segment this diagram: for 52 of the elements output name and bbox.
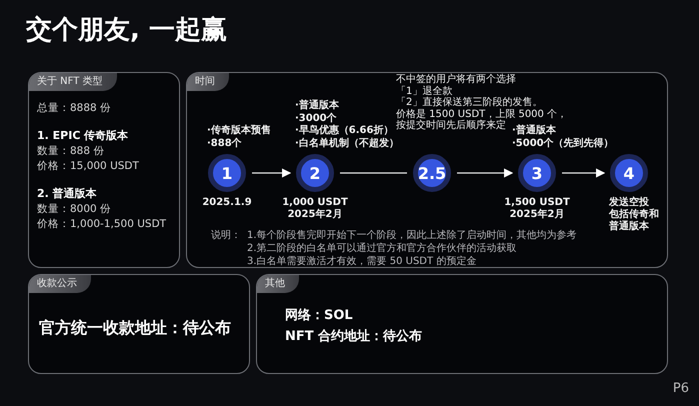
step-circle: 2: [296, 154, 334, 192]
page-number: P6: [672, 381, 689, 396]
step-circle: 2.5: [413, 154, 451, 192]
info-text: 数量：888 份: [37, 144, 106, 159]
arrow: [562, 168, 606, 178]
step-detail: 2025.1.9: [201, 197, 253, 209]
note-text: 「2」直接保送第三阶段的发售。: [396, 97, 542, 108]
note-text: 按提交时间先后顺序来定: [396, 120, 506, 132]
step-detail: ·白名单机制（不超发）: [295, 138, 399, 150]
step-detail: 包括传奇和普通版本: [609, 209, 659, 233]
info-text: 价格：15,000 USDT: [37, 159, 140, 174]
info-text: 数量：8000 份: [37, 202, 112, 217]
note-text: 「1」退全款: [396, 86, 452, 96]
step-detail: 2025年2月: [508, 209, 566, 221]
step-detail: ·早鸟优惠（6.66折）: [295, 125, 394, 138]
step-detail: ·3000个: [295, 112, 337, 124]
panel-tab: 收款公示: [29, 275, 91, 293]
arrow: [457, 168, 514, 178]
info-panel: [28, 274, 250, 374]
step-detail: 1,500 USDT: [503, 197, 571, 208]
step-circle: 4: [610, 154, 648, 192]
info-text: 网络：SOL: [285, 307, 354, 325]
step-circle: 1: [208, 154, 246, 192]
section-heading: 2. 普通版本: [37, 186, 98, 202]
info-text: 官方统一收款地址：待公布: [39, 317, 232, 339]
panel-tab: 关于 NFT 类型: [29, 73, 117, 91]
info-panel: [186, 72, 668, 268]
note-text: 2.第二阶段的白名单可以通过官方和官方合作伙伴的活动获取: [247, 242, 517, 255]
panel-tab: 时间: [187, 73, 229, 91]
info-text: NFT 合约地址：待公布: [285, 328, 424, 346]
step-detail: 1,000 USDT: [281, 197, 349, 208]
note-text: 3.白名单需要激活才有效，需要 50 USDT 的预定金: [247, 255, 476, 268]
step-detail: 发送空投: [609, 197, 650, 208]
info-text: 总量：8888 份: [37, 101, 112, 116]
note-text: 价格是 1500 USDT，上限 5000 个，: [396, 108, 568, 120]
step-detail: ·普通版本: [295, 100, 339, 112]
step-circle: 3: [518, 154, 556, 192]
step-detail: ·888个: [207, 138, 242, 150]
step-detail: 2025年2月: [286, 209, 344, 221]
info-panel: [28, 72, 180, 268]
note-text: 不中签的用户将有两个选择: [396, 74, 516, 86]
step-detail: ·5000个（先到先得）: [512, 138, 614, 150]
note-text: 1.每个阶段售完即开始下一个阶段，因此上述除了启动时间，其他均为参考: [247, 229, 577, 242]
step-detail: ·传奇版本预售: [207, 125, 271, 138]
info-panel: [256, 274, 668, 374]
info-text: 价格：1,000-1,500 USDT: [37, 217, 168, 232]
step-detail: ·普通版本: [512, 125, 556, 138]
arrow: [252, 168, 292, 178]
note-label: 说明：: [211, 229, 242, 242]
page-title: 交个朋友, 一起赢: [26, 14, 227, 47]
section-heading: 1. EPIC 传奇版本: [37, 128, 130, 144]
panel-tab: 其他: [257, 275, 299, 293]
